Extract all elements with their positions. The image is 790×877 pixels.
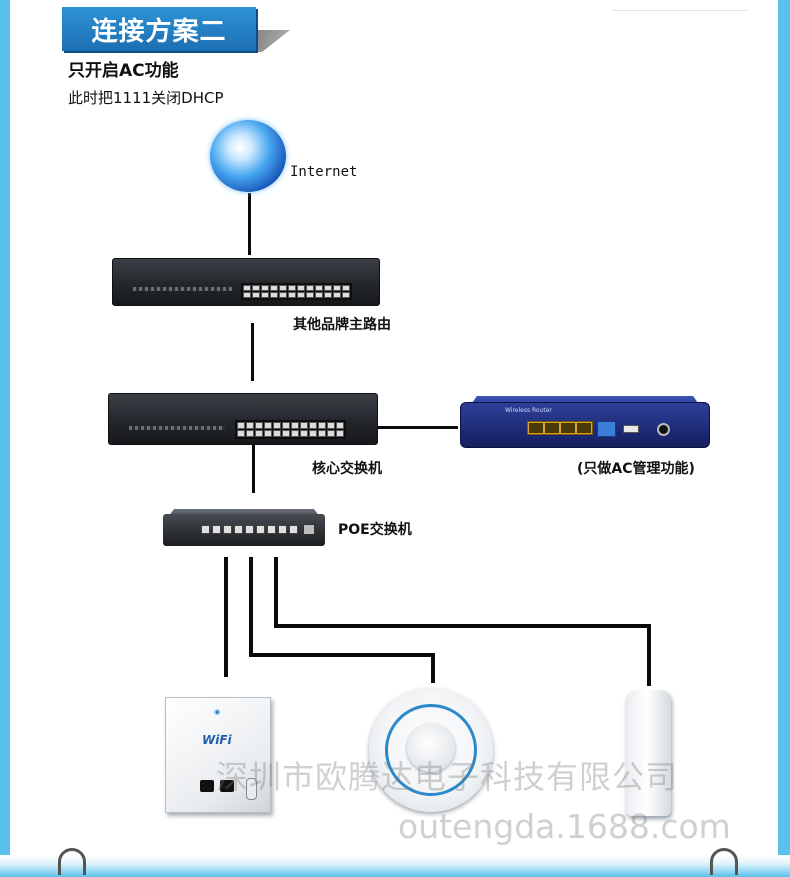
panel-ap-port-1 <box>200 780 214 792</box>
wire-poe-ceiling-ap-h <box>249 653 435 657</box>
wire-poe-ceiling-ap-v1 <box>249 557 253 655</box>
router-led-strip <box>133 287 233 291</box>
panel-ap-wifi-badge: WiFi <box>202 733 232 747</box>
wire-core-ac <box>378 426 458 429</box>
core-ports <box>235 420 346 439</box>
panel-ap-port-2 <box>220 780 234 792</box>
top-decoration <box>612 0 747 11</box>
poe-ports <box>201 525 298 534</box>
wire-poe-outdoor-ap-v1 <box>274 557 278 628</box>
page-subtitle: 只开启AC功能 <box>68 61 179 81</box>
ac-brand-text: Wireless Router <box>505 407 552 414</box>
panel-ap-signal-icon: ◉ <box>214 708 221 716</box>
ac-lan-ports <box>527 421 593 435</box>
bottom-bar <box>0 855 790 877</box>
core-switch-label: 核心交换机 <box>312 461 382 477</box>
wire-poe-panel-ap <box>224 557 228 677</box>
right-frame-border <box>778 0 790 877</box>
ceiling-ap-ring <box>385 704 477 796</box>
ac-controller-top <box>470 396 700 406</box>
poe-switch-icon <box>163 514 325 546</box>
poe-switch-top <box>168 509 320 517</box>
wire-router-core <box>251 323 254 381</box>
ac-power-port <box>657 423 670 436</box>
watermark-company: 深圳市欧腾达电子科技有限公司 <box>216 758 679 796</box>
outdoor-ap-icon <box>626 690 671 816</box>
ceiling-ap-core <box>407 724 455 772</box>
panel-ap-switch <box>246 778 257 800</box>
watermark-site: outengda.1688.com <box>398 807 731 846</box>
core-led-strip <box>129 426 225 430</box>
internet-label: Internet <box>290 164 358 180</box>
poe-uplink-port <box>303 524 315 535</box>
main-router-label: 其他品牌主路由 <box>293 317 391 333</box>
router-ports <box>241 283 352 300</box>
main-router-device <box>112 258 380 306</box>
ac-usb-port <box>623 425 639 433</box>
ac-controller-icon: Wireless Router <box>460 402 710 448</box>
wire-core-poe <box>252 445 255 493</box>
ac-wan-port <box>597 421 616 437</box>
left-frame-border <box>0 0 10 877</box>
page-title: 连接方案二 <box>62 7 256 51</box>
ac-controller-label: (只做AC管理功能) <box>577 461 695 477</box>
title-ribbon-tail <box>250 30 290 52</box>
wire-poe-ceiling-ap-v2 <box>431 653 435 683</box>
core-switch-device <box>108 393 378 445</box>
binder-clip-right-icon <box>710 848 738 875</box>
poe-switch-label: POE交换机 <box>338 522 412 538</box>
wire-internet-router <box>248 193 251 255</box>
panel-ap-icon: ◉ WiFi <box>165 697 271 813</box>
wire-poe-outdoor-ap-h <box>274 624 651 628</box>
wire-poe-outdoor-ap-v2 <box>647 624 651 686</box>
binder-clip-left-icon <box>58 848 86 875</box>
globe-icon <box>210 120 286 192</box>
dhcp-note: 此时把1111关闭DHCP <box>68 89 224 107</box>
